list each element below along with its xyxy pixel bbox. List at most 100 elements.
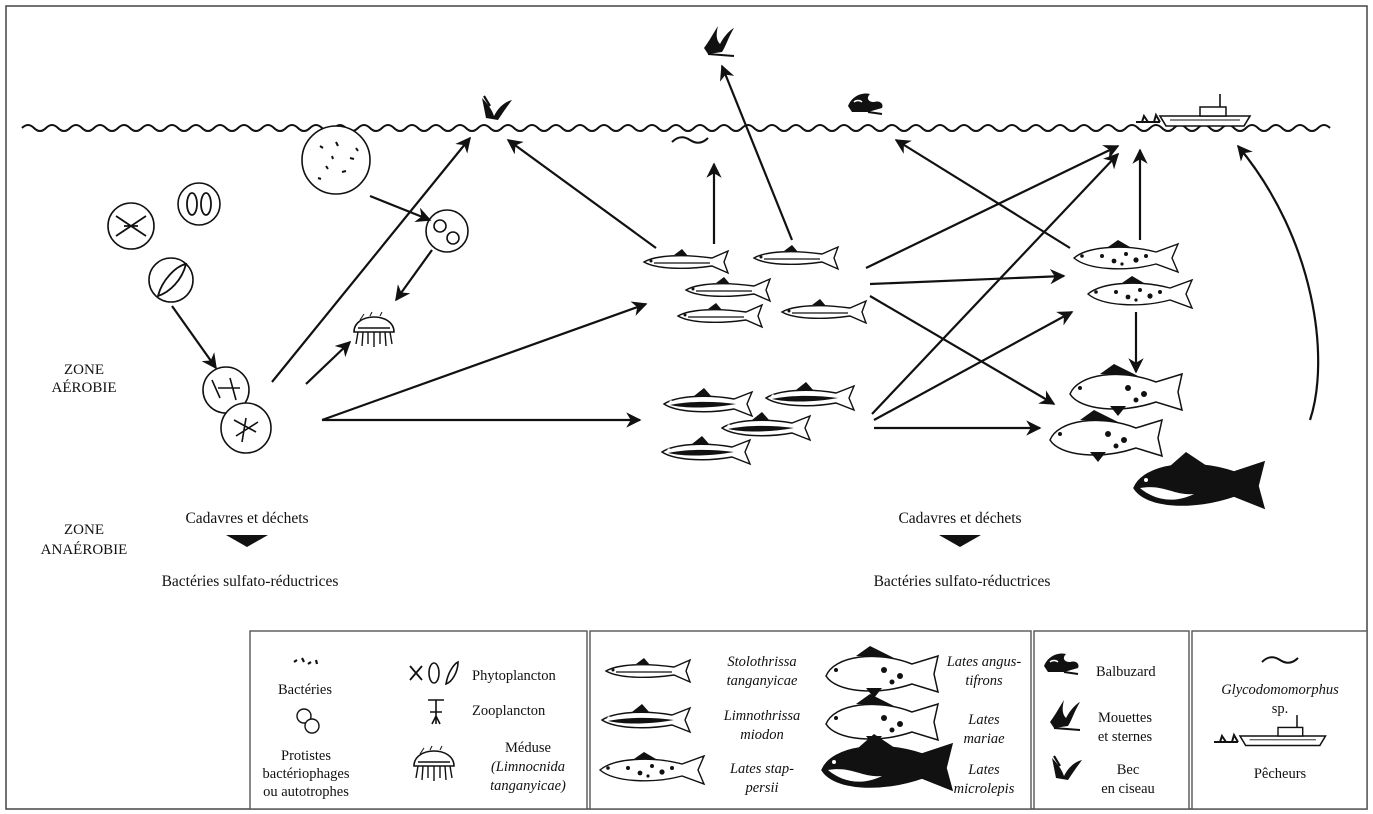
phytoplankton-cell-3-icon: [148, 257, 194, 303]
lates-angustifrons-icon: [1069, 363, 1183, 417]
svg-text:en ciseau: en ciseau: [1101, 781, 1155, 797]
gull-flying-icon: [703, 25, 735, 57]
legend-gulls: Mouettes et sternes: [1098, 710, 1153, 745]
legend-jellyfish: Méduse (Limnocnida tanganyicae): [490, 740, 566, 794]
arrow-bacteria-to-protists: [369, 194, 432, 223]
svg-text:miodon: miodon: [740, 727, 784, 743]
trophic-arrows: [171, 64, 1320, 436]
legend-limnothrissa: Limnothrissa miodon: [723, 708, 801, 743]
shrimp-surface-icon: [671, 136, 709, 144]
limnothrissa-fish-1-icon: [663, 387, 753, 417]
legend-shrimp: Glycodomomorphus sp.: [1221, 682, 1339, 717]
svg-text:Lates: Lates: [967, 712, 1000, 728]
svg-text:Stolothrissa: Stolothrissa: [727, 654, 796, 670]
limnothrissa-fish-3-icon: [721, 411, 811, 441]
svg-text:AÉROBIE: AÉROBIE: [52, 379, 117, 396]
svg-text:Lates stap-: Lates stap-: [729, 761, 794, 777]
stolothrissa-fish-1-icon: [643, 248, 729, 274]
jellyfish-icon: [353, 311, 395, 348]
boat-surface-icon: [1159, 93, 1251, 127]
svg-text:Glycodomomorphus: Glycodomomorphus: [1221, 682, 1339, 698]
legend: Bactéries Protistes bactériophages ou au…: [249, 630, 1368, 810]
svg-text:Limnothrissa: Limnothrissa: [723, 708, 801, 724]
legend-lates-stappersii: Lates stap- persii: [729, 761, 794, 796]
svg-text:Lates angus-: Lates angus-: [946, 654, 1022, 670]
water-surface-line: [21, 124, 1331, 132]
svg-text:mariae: mariae: [963, 731, 1005, 747]
arrow-protists-to-jellyfish: [395, 249, 433, 302]
arrow-fish-to-gull: [720, 64, 794, 241]
svg-text:persii: persii: [744, 780, 778, 796]
decomposition-right-bottom-label: Bactéries sulfato-réductrices: [874, 573, 1051, 590]
stolothrissa-fish-5-icon: [781, 298, 867, 324]
svg-text:microlepis: microlepis: [954, 781, 1015, 797]
phytoplankton-cell-2-icon: [177, 182, 221, 226]
decomposition-right-triangle-icon: [939, 535, 981, 547]
arrow-phyto-to-zoo: [171, 305, 217, 370]
legend-stolothrissa: Stolothrissa tanganyicae: [727, 654, 798, 689]
svg-text:Protistes: Protistes: [281, 748, 331, 764]
legend-protists: Protistes bactériophages ou autotrophes: [263, 708, 350, 800]
zooplankton-cell-icon: [220, 402, 272, 454]
svg-text:Mouettes: Mouettes: [1098, 710, 1152, 726]
legend-lates-microlepis: Lates microlepis: [954, 762, 1015, 797]
svg-text:et sternes: et sternes: [1098, 729, 1153, 745]
arrow-limno-to-stappersii: [873, 311, 1074, 421]
svg-text:Lates: Lates: [967, 762, 1000, 778]
limnothrissa-fish-2-icon: [765, 381, 855, 411]
protist-cell-2-icon: [425, 209, 469, 253]
arrow-lates-to-fishermen: [1237, 144, 1320, 421]
lates-microlepis-icon: [1133, 451, 1265, 509]
svg-text:ANAÉROBIE: ANAÉROBIE: [41, 541, 128, 558]
arrow-zoo-to-jellyfish: [305, 340, 352, 385]
svg-text:Zooplancton: Zooplancton: [472, 703, 546, 719]
legend-bacteria: Bactéries: [278, 657, 332, 698]
arrow-zoo-to-stolothrissa: [321, 301, 648, 422]
svg-text:Phytoplancton: Phytoplancton: [472, 668, 557, 684]
arrow-limno-to-fishermen: [871, 152, 1120, 415]
arrow-stolo-to-stappersii: [869, 268, 1066, 286]
limnothrissa-fish-4-icon: [661, 435, 751, 465]
svg-text:ZONE: ZONE: [64, 522, 104, 538]
decomposition-left-bottom-label: Bactéries sulfato-réductrices: [162, 573, 339, 590]
svg-text:(Limnocnida: (Limnocnida: [491, 759, 565, 775]
legend-lates-angustifrons: Lates angus- tifrons: [946, 654, 1022, 689]
arrow-zoo-to-skimmer: [271, 136, 471, 383]
legend-skimmer: Bec en ciseau: [1101, 762, 1155, 797]
zone-anaerobic-label: ZONE ANAÉROBIE: [41, 522, 128, 558]
osprey-surface-icon: [847, 92, 884, 115]
decomposition-left-top-label: Cadavres et déchets: [185, 510, 308, 527]
legend-lates-mariae: Lates mariae: [963, 712, 1005, 747]
lates-stappersii-1-icon: [1073, 239, 1179, 273]
legend-zooplankton: Zooplancton: [428, 699, 546, 725]
svg-text:ZONE: ZONE: [64, 362, 104, 378]
fishermen-surface-icon: [1135, 114, 1161, 123]
zone-aerobic-label: ZONE AÉROBIE: [52, 362, 117, 396]
legend-phytoplankton: Phytoplancton: [409, 660, 557, 686]
skimmer-surface-icon: [480, 94, 514, 122]
svg-text:tanganyicae): tanganyicae): [490, 778, 566, 794]
svg-text:tanganyicae: tanganyicae: [727, 673, 798, 689]
arrow-stolo-to-angustifrons: [869, 295, 1056, 405]
bacteria-cell-icon: [301, 125, 371, 195]
svg-text:ou autotrophes: ou autotrophes: [263, 784, 349, 800]
stolothrissa-fish-2-icon: [753, 244, 839, 270]
svg-text:Bec: Bec: [1117, 762, 1140, 778]
svg-text:bactériophages: bactériophages: [263, 766, 350, 782]
lates-mariae-icon: [1049, 409, 1163, 463]
svg-text:Méduse: Méduse: [505, 740, 551, 756]
decomposition-right-top-label: Cadavres et déchets: [898, 510, 1021, 527]
legend-osprey-label: Balbuzard: [1096, 664, 1156, 680]
arrow-stolo-to-fishermen: [865, 145, 1120, 269]
phytoplankton-cell-1-icon: [107, 202, 155, 250]
stolothrissa-fish-4-icon: [677, 302, 763, 328]
stolothrissa-fish-3-icon: [685, 276, 771, 302]
svg-text:sp.: sp.: [1272, 701, 1289, 717]
arrow-stappersii-to-osprey: [894, 139, 1071, 249]
lates-stappersii-2-icon: [1087, 275, 1193, 309]
decomposition-left-triangle-icon: [226, 535, 268, 547]
legend-fishermen-label: Pêcheurs: [1254, 766, 1307, 782]
arrow-fish-to-skimmer: [506, 139, 657, 249]
svg-text:Bactéries: Bactéries: [278, 682, 332, 698]
